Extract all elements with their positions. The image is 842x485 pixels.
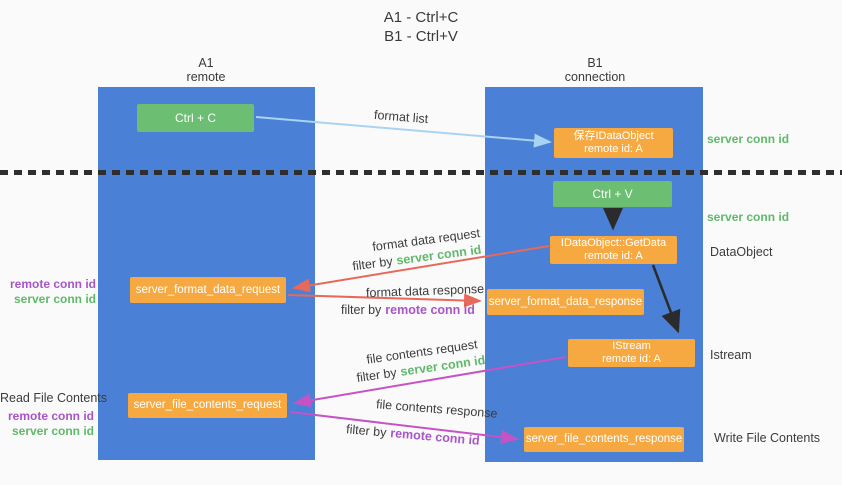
istream-box: IStream remote id: A xyxy=(568,339,695,367)
ctrl-c-event-box: Ctrl + C xyxy=(137,104,254,132)
title-line-ctrl-v: B1 - Ctrl+V xyxy=(384,28,458,45)
server-conn-id-text: server conn id xyxy=(13,291,96,306)
ctrl-c-label: Ctrl + C xyxy=(174,110,216,125)
filter-by-remote-conn-id-label-1: filter by remote conn id xyxy=(341,303,475,317)
save-idataobject-box: 保存IDataObject remote id: A xyxy=(554,128,673,158)
filter-by-text: filter by xyxy=(341,303,382,317)
istream-side-label: Istream xyxy=(710,348,752,362)
diagram-title: A1 - Ctrl+C B1 - Ctrl+V xyxy=(301,8,541,46)
remote-conn-id-text: remote conn id xyxy=(9,277,96,291)
arrow-file-contents-response xyxy=(289,411,519,445)
column-b-name: B1 xyxy=(587,56,603,70)
save-idataobject-line1: 保存IDataObject xyxy=(573,130,654,142)
server-format-data-request-box: server_format_data_request xyxy=(130,277,286,303)
getdata-line2: remote id: A xyxy=(584,250,643,262)
server-file-contents-request-label: server_file_contents_request xyxy=(133,399,282,411)
server-conn-id-text: server conn id xyxy=(11,424,94,438)
server-format-data-response-box: server_format_data_response xyxy=(487,289,644,315)
arrow-format-data-response xyxy=(287,293,482,308)
getdata-line1: IDataObject::GetData xyxy=(560,237,667,249)
server-format-data-response-label: server_format_data_response xyxy=(488,295,643,308)
server-conn-id-right-top: server conn id xyxy=(707,132,790,146)
arrow-file-contents-request xyxy=(293,356,567,408)
column-a-name: A1 xyxy=(198,56,214,70)
server-file-contents-response-box: server_file_contents_response xyxy=(524,427,684,452)
column-a-subtitle: remote xyxy=(186,70,226,84)
arrow-getdata-to-istream xyxy=(651,264,681,334)
server-file-contents-response-label: server_file_contents_response xyxy=(525,433,683,445)
dataobject-side-label: DataObject xyxy=(710,245,773,259)
ctrl-v-event-box: Ctrl + V xyxy=(553,181,672,207)
remote-conn-id-text: remote conn id xyxy=(7,409,94,423)
idataobject-getdata-box: IDataObject::GetData remote id: A xyxy=(550,236,677,264)
arrow-format-list xyxy=(255,116,552,148)
column-b-subtitle: connection xyxy=(564,70,626,84)
read-file-contents-label: Read File Contents xyxy=(0,391,108,405)
istream-line2: remote id: A xyxy=(602,353,661,365)
column-a-header: A1 remote xyxy=(146,56,266,84)
istream-line1: IStream xyxy=(612,340,651,352)
server-format-data-request-label: server_format_data_request xyxy=(135,283,281,296)
write-file-contents-label: Write File Contents xyxy=(714,431,821,445)
title-line-ctrl-c: A1 - Ctrl+C xyxy=(383,9,459,26)
arrow-format-data-request xyxy=(292,245,550,293)
save-idataobject-line2: remote id: A xyxy=(584,143,643,155)
left-conn-ids-bottom: remote conn id server conn id xyxy=(0,409,94,439)
server-conn-id-right-mid: server conn id xyxy=(707,210,790,224)
column-b-header: B1 connection xyxy=(535,56,655,84)
ctrl-v-label: Ctrl + V xyxy=(592,186,633,201)
remote-conn-id-text: remote conn id xyxy=(385,303,475,317)
left-conn-ids-top: remote conn id server conn id xyxy=(0,277,96,306)
server-file-contents-request-box: server_file_contents_request xyxy=(128,393,287,418)
copy-paste-phase-divider xyxy=(0,170,842,175)
